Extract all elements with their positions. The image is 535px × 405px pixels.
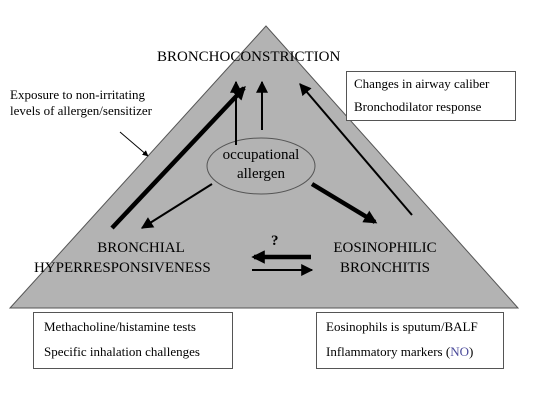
box-eos-line2-suffix: ): [468, 344, 474, 359]
box-bhr-line1: Methacholine/histamine tests: [44, 319, 196, 334]
eos-label-line1: EOSINOPHILIC: [333, 240, 437, 256]
exposure-label-line1: Exposure to non-irritating: [10, 87, 146, 102]
question-mark: ?: [271, 233, 279, 249]
box-eos-line2-prefix: Inflammatory markers (: [326, 344, 451, 359]
box-eos-line2: Inflammatory markers (NO): [326, 344, 474, 360]
bhr-label-line2: HYPERRESPONSIVENESS: [34, 260, 211, 276]
box-eos-line1: Eosinophils is sputum/BALF: [326, 319, 478, 334]
box-bhr-tests: Methacholine/histamine tests Specific in…: [33, 312, 233, 369]
box-airway-line1: Changes in airway caliber: [354, 76, 490, 91]
eos-label-line2: BRONCHITIS: [339, 260, 430, 276]
arrow-exposure-pointer: [119, 131, 149, 157]
bronchoconstriction-label: BRONCHOCONSTRICTION: [157, 49, 341, 65]
box-airway-tests: Changes in airway caliber Bronchodilator…: [346, 71, 516, 121]
arrow-bhr-to-bronchoconstriction: [110, 86, 246, 230]
bhr-label-line1: BRONCHIAL: [97, 240, 185, 256]
nitric-oxide-abbrev: NO: [450, 344, 469, 359]
exposure-label-line2: levels of allergen/sensitizer: [10, 103, 152, 118]
arrow-allergen-to-bhr: [140, 183, 213, 229]
box-airway-line2: Bronchodilator response: [354, 99, 482, 114]
box-eos-tests: Eosinophils is sputum/BALF Inflammatory …: [316, 312, 504, 369]
allergen-label-line2: allergen: [236, 166, 286, 182]
allergen-ellipse: [206, 137, 316, 195]
arrow-eos-to-bronchoconstriction: [299, 83, 413, 216]
allergen-label-line1: occupational: [222, 147, 300, 163]
arrow-allergen-to-eos: [310, 182, 378, 224]
box-bhr-line2: Specific inhalation challenges: [44, 344, 200, 359]
